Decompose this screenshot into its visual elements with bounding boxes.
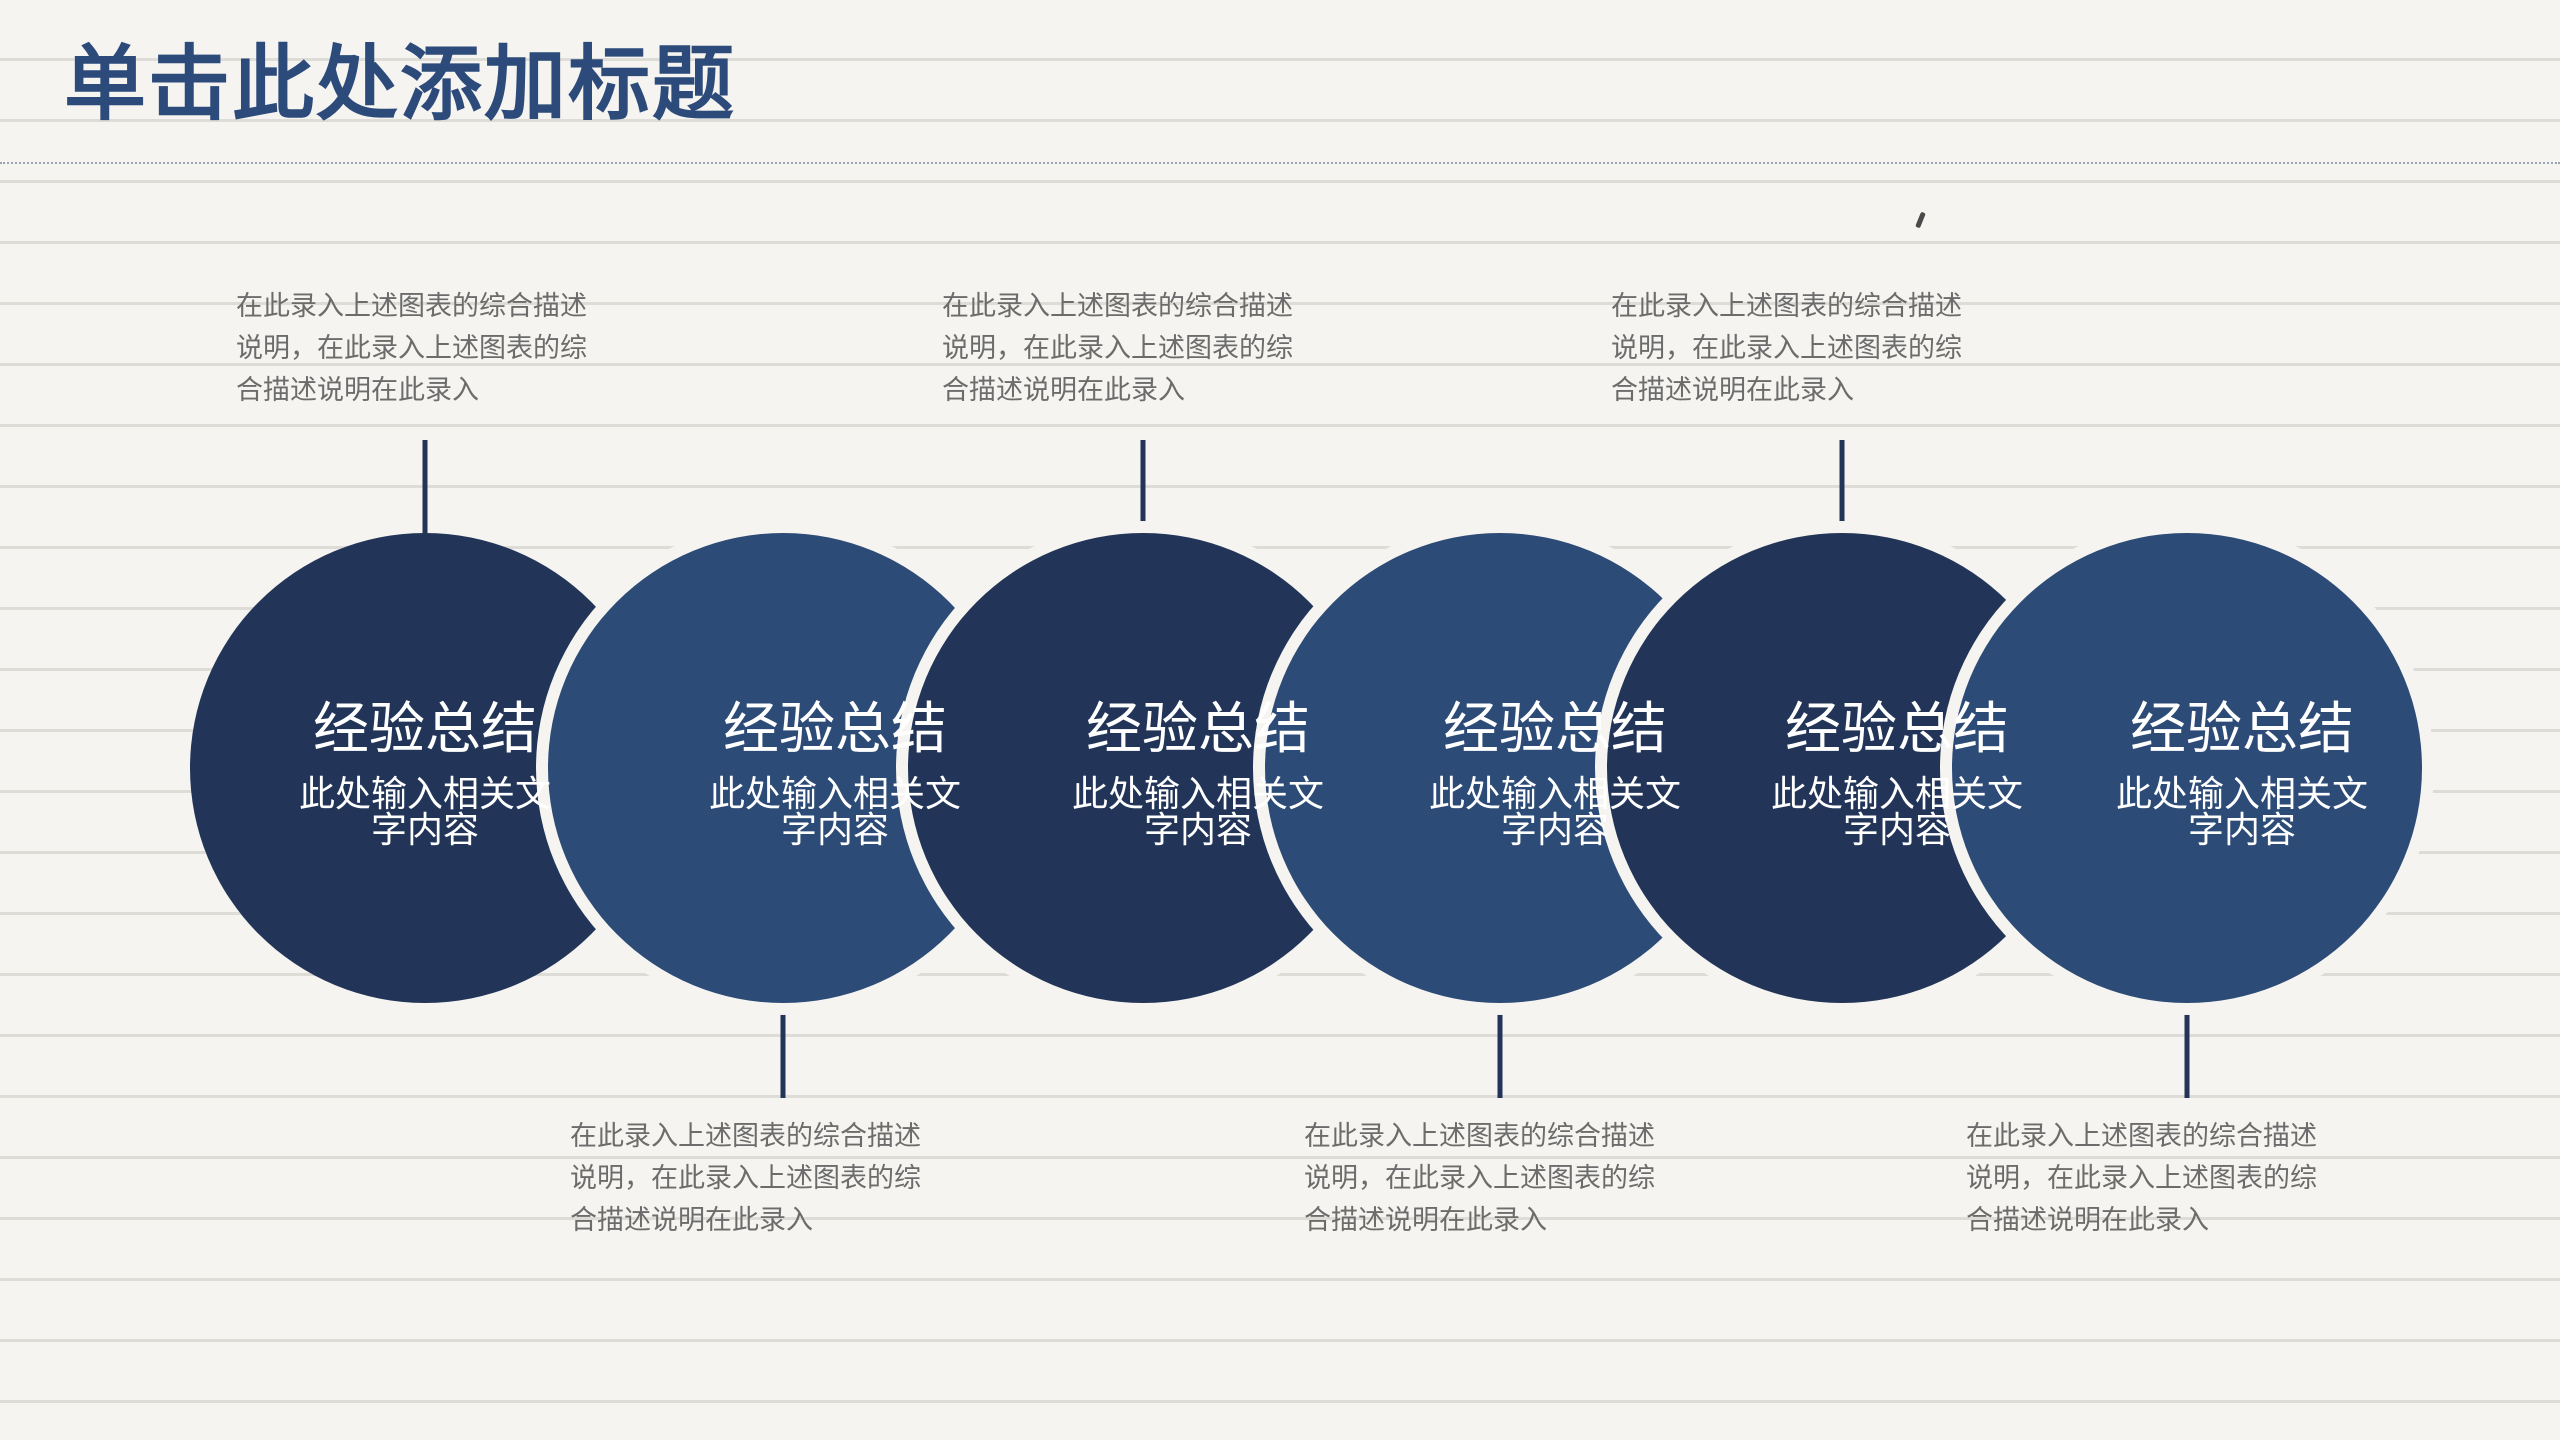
- step-circle-1[interactable]: [190, 533, 660, 1003]
- step-subtitle-1-line-1: 此处输入相关文: [299, 774, 551, 815]
- title-divider: [0, 162, 2560, 164]
- step-subtitle-6-line-2: 字内容: [2188, 810, 2296, 851]
- description-5[interactable]: 在此录入上述图表的综合描述 说明，在此录入上述图表的综 合描述说明在此录入: [1611, 286, 2011, 412]
- description-4-line-3: 合描述说明在此录入: [1304, 1205, 1547, 1236]
- description-1-line-3: 合描述说明在此录入: [236, 375, 479, 406]
- step-subtitle-6-line-1: 此处输入相关文: [2116, 774, 2368, 815]
- description-3-line-3: 合描述说明在此录入: [942, 375, 1185, 406]
- description-5-line-2: 说明，在此录入上述图表的综: [1611, 333, 1962, 364]
- description-1[interactable]: 在此录入上述图表的综合描述 说明，在此录入上述图表的综 合描述说明在此录入: [236, 286, 636, 412]
- description-3-line-1: 在此录入上述图表的综合描述: [942, 291, 1293, 322]
- step-subtitle-4-line-1: 此处输入相关文: [1429, 774, 1681, 815]
- step-subtitle-4-line-2: 字内容: [1501, 810, 1609, 851]
- description-2-line-3: 合描述说明在此录入: [570, 1205, 813, 1236]
- description-5-line-3: 合描述说明在此录入: [1611, 375, 1854, 406]
- step-title-1: 经验总结: [313, 697, 537, 762]
- step-subtitle-5-line-1: 此处输入相关文: [1771, 774, 2023, 815]
- description-1-line-1: 在此录入上述图表的综合描述: [236, 291, 587, 322]
- step-circle-3[interactable]: [908, 533, 1378, 1003]
- description-3[interactable]: 在此录入上述图表的综合描述 说明，在此录入上述图表的综 合描述说明在此录入: [942, 286, 1342, 412]
- step-title-4: 经验总结: [1443, 697, 1667, 762]
- description-1-line-2: 说明，在此录入上述图表的综: [236, 333, 587, 364]
- description-3-line-2: 说明，在此录入上述图表的综: [942, 333, 1293, 364]
- step-title-3: 经验总结: [1086, 697, 1310, 762]
- description-2-line-2: 说明，在此录入上述图表的综: [570, 1163, 921, 1194]
- step-circle-5[interactable]: [1607, 533, 2077, 1003]
- description-5-line-1: 在此录入上述图表的综合描述: [1611, 291, 1962, 322]
- step-subtitle-3-line-2: 字内容: [1144, 810, 1252, 851]
- step-title-5: 经验总结: [1785, 697, 2009, 762]
- description-6-line-2: 说明，在此录入上述图表的综: [1966, 1163, 2317, 1194]
- step-title-2: 经验总结: [723, 697, 947, 762]
- description-4[interactable]: 在此录入上述图表的综合描述 说明，在此录入上述图表的综 合描述说明在此录入: [1304, 1116, 1704, 1242]
- description-6-line-3: 合描述说明在此录入: [1966, 1205, 2209, 1236]
- step-subtitle-5-line-2: 字内容: [1843, 810, 1951, 851]
- step-subtitle-2-line-1: 此处输入相关文: [709, 774, 961, 815]
- description-6-line-1: 在此录入上述图表的综合描述: [1966, 1121, 2317, 1152]
- slide-title[interactable]: 单击此处添加标题: [64, 37, 737, 132]
- description-4-line-1: 在此录入上述图表的综合描述: [1304, 1121, 1655, 1152]
- step-subtitle-3-line-1: 此处输入相关文: [1072, 774, 1324, 815]
- step-title-6: 经验总结: [2130, 697, 2354, 762]
- description-2[interactable]: 在此录入上述图表的综合描述 说明，在此录入上述图表的综 合描述说明在此录入: [570, 1116, 970, 1242]
- description-2-line-1: 在此录入上述图表的综合描述: [570, 1121, 921, 1152]
- step-subtitle-1-line-2: 字内容: [371, 810, 479, 851]
- step-subtitle-2-line-2: 字内容: [781, 810, 889, 851]
- step-circle-2[interactable]: [548, 533, 1018, 1003]
- step-circle-4[interactable]: [1265, 533, 1735, 1003]
- description-6[interactable]: 在此录入上述图表的综合描述 说明，在此录入上述图表的综 合描述说明在此录入: [1966, 1116, 2366, 1242]
- step-circle-6[interactable]: [1952, 533, 2422, 1003]
- description-4-line-2: 说明，在此录入上述图表的综: [1304, 1163, 1655, 1194]
